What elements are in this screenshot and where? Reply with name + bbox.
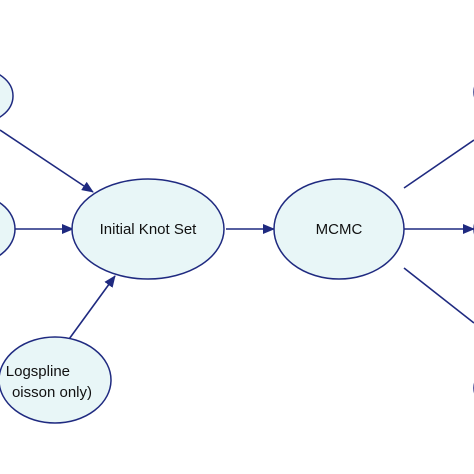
logspline-label-line1: Logspline [6,363,70,380]
initial-knot-set-label: Initial Knot Set [100,221,198,238]
node-left-mid [0,202,16,256]
node-mcmc [273,178,405,280]
mcmc-label: MCMC [316,221,363,238]
node-logspline [0,336,112,424]
node-initial-knot-set [71,178,225,280]
logspline-label-line2: oisson only) [12,384,92,401]
edge-logspline-to-initial-knot-set [63,275,116,347]
edge-left-top-to-initial-knot-set [0,129,94,193]
edge-mcmc-to-right-bottom [403,267,474,324]
edge-mcmc-to-right-top [403,139,474,189]
node-left-top [0,74,14,118]
